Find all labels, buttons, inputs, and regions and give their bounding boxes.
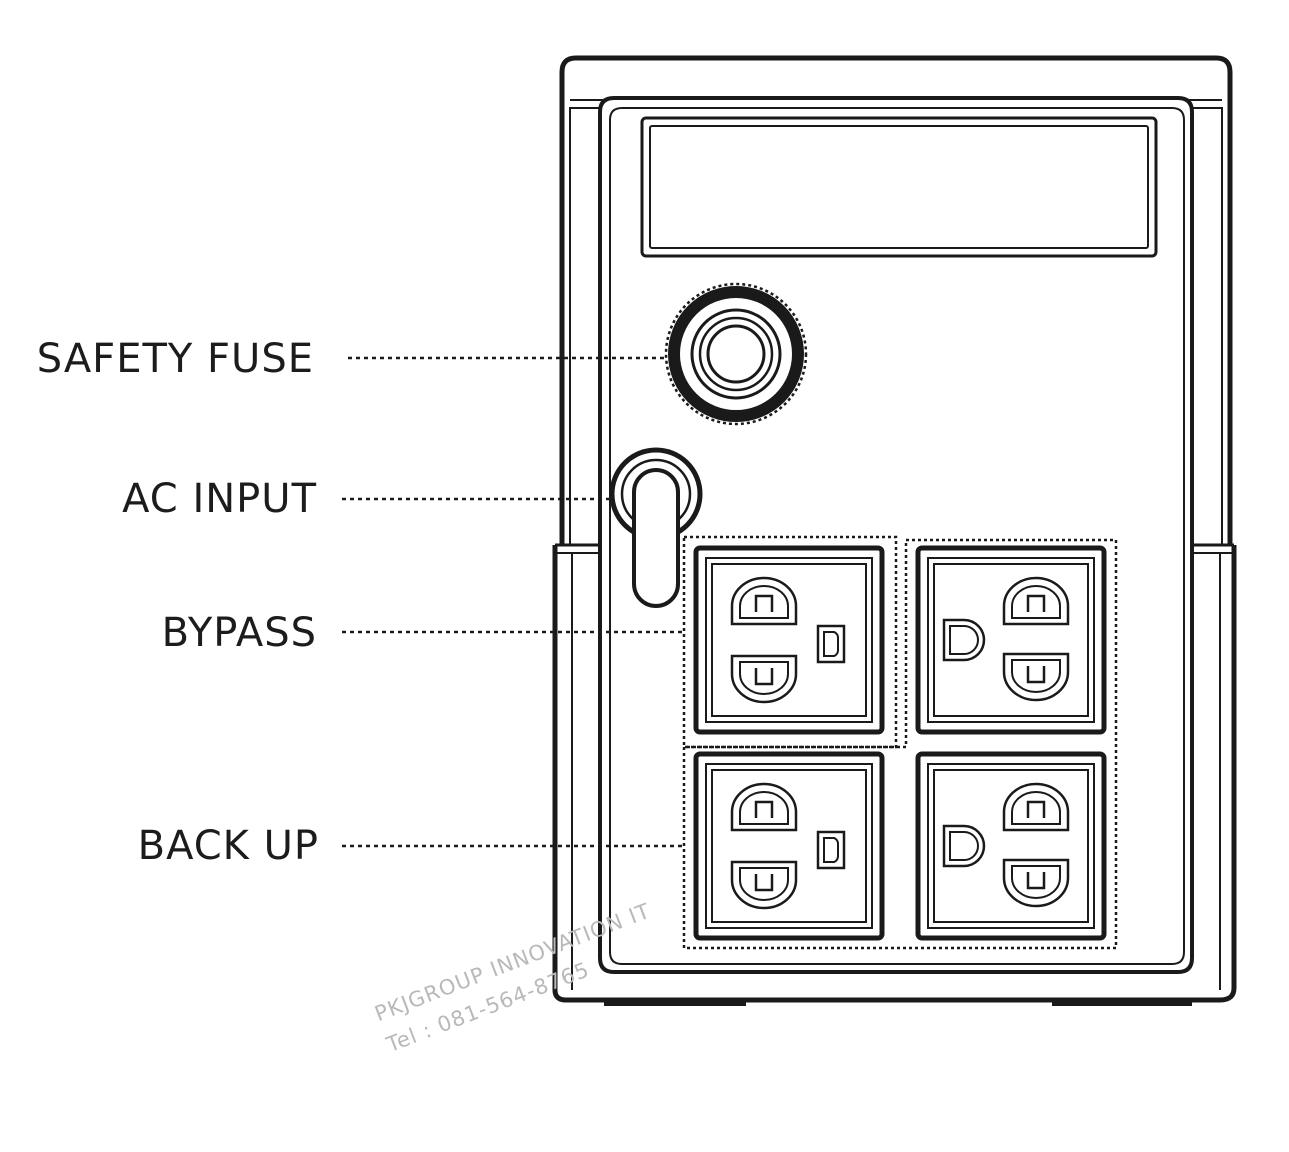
back-up-label: BACK UP [137, 823, 319, 869]
bypass-label: BYPASS [161, 610, 317, 656]
safety-fuse-label: SAFETY FUSE [36, 336, 314, 382]
backup-outlet [696, 754, 882, 938]
ac-input-cable-icon [609, 447, 703, 608]
backup-outlet-group [682, 538, 1118, 950]
fuse-holder-icon [664, 282, 808, 426]
bypass-outlet [696, 548, 882, 732]
ac-input-label: AC INPUT [122, 476, 317, 522]
label-plate [640, 116, 1158, 258]
backup-outlet [918, 754, 1104, 938]
backup-outlet [918, 548, 1104, 732]
